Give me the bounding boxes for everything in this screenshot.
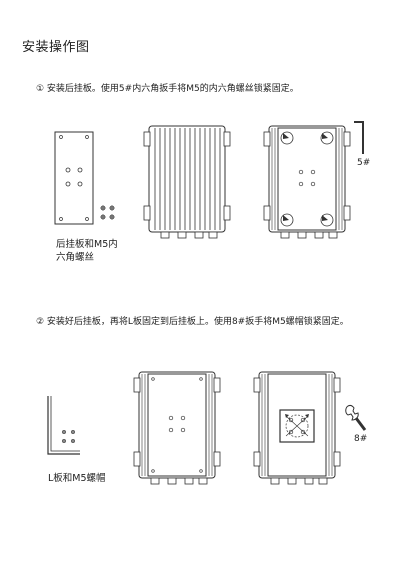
step2-instruction: ② 安装好后挂板，再将L板固定到后挂板上。使用8#扳手将M5螺帽锁紧固定。 [36, 317, 349, 327]
device-backplate-step2-illustration [133, 371, 221, 485]
page-title: 安装操作图 [22, 40, 90, 55]
wrench-icon [345, 404, 367, 431]
step1-caption: 后挂板和M5内 六角螺丝 [56, 238, 136, 264]
device-finned-illustration [143, 125, 231, 239]
step1-caption-line2: 六角螺丝 [56, 252, 95, 263]
wrench-label: 8# [354, 434, 368, 444]
hex-key-label: 5# [357, 158, 371, 168]
hex-key-icon [354, 121, 364, 154]
m5-screws-icon [100, 205, 115, 220]
m5-nuts-icon [61, 429, 76, 444]
step1-caption-line1: 后挂板和M5内 [56, 239, 118, 250]
step2-caption: L板和M5螺帽 [48, 473, 106, 484]
back-plate-illustration [54, 131, 115, 225]
device-lplate-mounted-illustration [253, 371, 341, 485]
l-plate-illustration [47, 396, 80, 455]
device-backplate-mounted-illustration [263, 125, 351, 239]
step1-instruction: ① 安装后挂板。使用5#内六角扳手将M5的内六角螺丝锁紧固定。 [36, 84, 299, 94]
